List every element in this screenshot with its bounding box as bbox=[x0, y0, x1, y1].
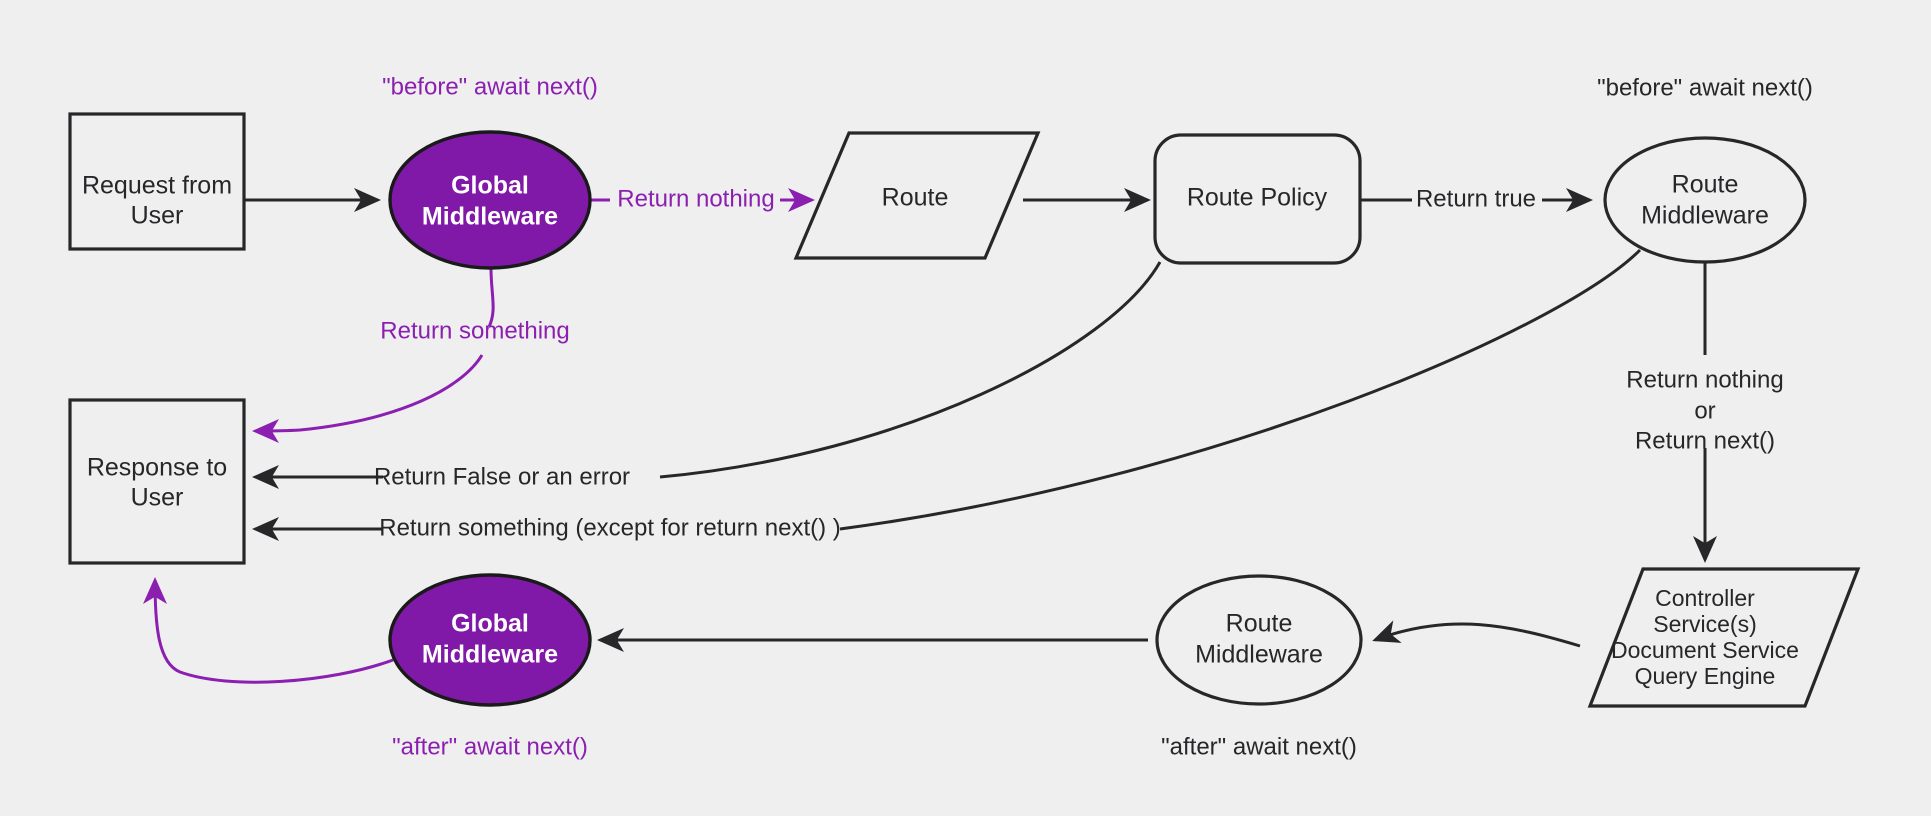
response-to-user-label-line1: Response to bbox=[87, 454, 227, 482]
route-middleware-before-label-line2: Middleware bbox=[1641, 202, 1769, 230]
route-middleware-after-label-line2: Middleware bbox=[1195, 641, 1323, 669]
route-policy-shape bbox=[1153, 133, 1362, 265]
annotation-before-await-next-global: "before" await next() bbox=[382, 73, 598, 100]
route-middleware-before-shape bbox=[1603, 136, 1807, 264]
request-from-user-shape bbox=[68, 112, 246, 251]
edge-label-return-false-or-error: Return False or an error bbox=[374, 463, 630, 490]
route-shape bbox=[793, 131, 1041, 260]
node-request-from-user[interactable]: Request from User bbox=[68, 112, 246, 251]
global-middleware-after-label-line2: Middleware bbox=[422, 641, 558, 669]
route-middleware-after-shape bbox=[1155, 574, 1363, 706]
edge-label-return-nothing-or-next-line1: Return nothing bbox=[1626, 366, 1783, 393]
edge-label-return-true: Return true bbox=[1416, 185, 1536, 212]
edge-global-middleware-return-something-stub bbox=[487, 267, 495, 328]
request-from-user-label-line1: Request from bbox=[82, 172, 232, 200]
route-label: Route bbox=[882, 184, 949, 212]
controller-services-shape bbox=[1587, 567, 1861, 708]
edge-route-middleware-to-label-return-something bbox=[839, 248, 1642, 531]
node-response-to-user[interactable]: Response to User bbox=[68, 398, 246, 565]
controller-services-label-line1: Controller bbox=[1655, 585, 1755, 611]
node-route-middleware-before[interactable]: Route Middleware bbox=[1603, 136, 1807, 264]
global-middleware-before-label-line2: Middleware bbox=[422, 203, 558, 231]
controller-services-label-line3: Document Service bbox=[1611, 637, 1799, 663]
edge-label-return-nothing-or-next-line2: or bbox=[1694, 397, 1715, 424]
edge-route-policy-to-label-return-false bbox=[659, 261, 1162, 479]
response-to-user-shape bbox=[68, 398, 246, 565]
edge-label-return-something-except-next: Return something (except for return next… bbox=[379, 514, 841, 541]
edge-return-something-to-response bbox=[252, 354, 484, 443]
route-middleware-before-label-line1: Route bbox=[1672, 171, 1739, 199]
global-middleware-before-label-line1: Global bbox=[451, 172, 529, 200]
controller-services-label-line4: Query Engine bbox=[1635, 663, 1776, 689]
request-from-user-label-line2: User bbox=[131, 202, 184, 230]
edge-label-return-something-global: Return something bbox=[380, 317, 569, 344]
node-route-policy[interactable]: Route Policy bbox=[1153, 133, 1362, 265]
annotation-after-await-next-route: "after" await next() bbox=[1161, 733, 1357, 760]
global-middleware-before-shape bbox=[388, 130, 592, 270]
edge-global-middleware-after-to-response bbox=[143, 577, 394, 684]
route-middleware-after-label-line1: Route bbox=[1226, 610, 1293, 638]
global-middleware-after-label-line1: Global bbox=[451, 610, 529, 638]
edge-label-return-nothing-or-next-line3: Return next() bbox=[1635, 427, 1775, 454]
node-global-middleware-before[interactable]: Global Middleware bbox=[388, 130, 592, 270]
global-middleware-after-shape bbox=[388, 573, 592, 707]
node-global-middleware-after[interactable]: Global Middleware bbox=[388, 573, 592, 707]
node-route[interactable]: Route bbox=[793, 131, 1041, 260]
response-to-user-label-line2: User bbox=[131, 484, 184, 512]
annotation-before-await-next-route: "before" await next() bbox=[1597, 74, 1813, 101]
route-policy-label: Route Policy bbox=[1187, 184, 1328, 212]
node-controller-services[interactable]: Controller Service(s) Document Service Q… bbox=[1587, 567, 1861, 708]
controller-services-label-line2: Service(s) bbox=[1653, 611, 1757, 637]
edge-controller-to-route-middleware-after bbox=[1372, 620, 1581, 648]
node-route-middleware-after[interactable]: Route Middleware bbox=[1155, 574, 1363, 706]
annotation-after-await-next-global: "after" await next() bbox=[392, 733, 588, 760]
edge-label-return-nothing: Return nothing bbox=[617, 185, 774, 212]
